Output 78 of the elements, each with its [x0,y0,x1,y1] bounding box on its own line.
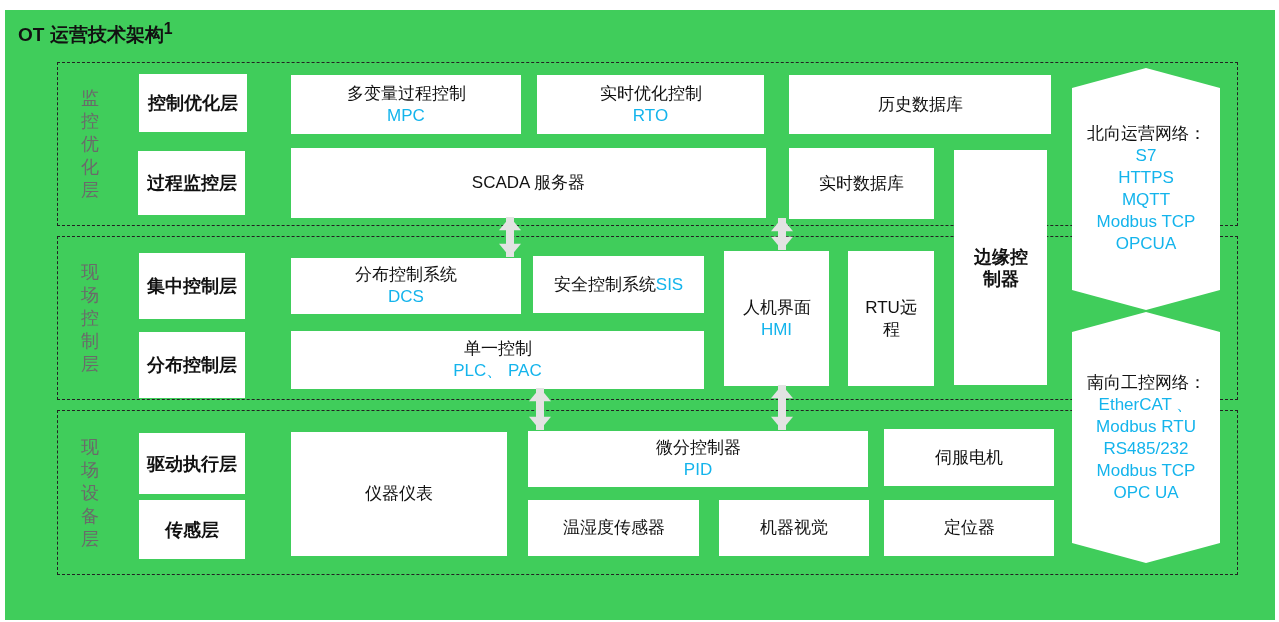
layer-box [139,332,245,398]
box-label: 温湿度传感器 [562,517,665,539]
acronym-label: PLC、 PAC [453,360,542,382]
protocol-label: S7 [1135,145,1157,167]
zone-label: 现场控制层 [80,261,100,376]
layer-label: 传感层 [165,518,219,541]
protocol-label: Modbus TCP [1096,459,1196,482]
box-label: 多变量过程控制 [346,82,466,105]
acronym-label: PID [683,459,713,481]
layer-label: 过程监控层 [146,172,237,194]
layer-label: 控制优化层 [148,92,238,114]
dashed-zone [57,62,1238,226]
process-box [291,331,704,389]
double-arrow [529,388,551,430]
process-box [528,500,699,556]
box-label: SCADA 服务器 [471,172,586,194]
process-box [528,431,868,487]
double-arrow [771,218,793,250]
box-label: 机器视觉 [760,517,828,539]
double-arrow [499,217,521,257]
box-label: RTU远程 [864,296,918,341]
zone-label: 现场设备层 [80,435,100,551]
protocol-label: Modbus TCP [1096,211,1196,233]
layer-label: 集中控制层 [147,275,237,297]
process-box [719,500,869,556]
process-box [884,429,1054,486]
process-box [724,251,829,386]
hexagon-panel [1072,68,1220,310]
network-heading: 南向工控网络： [1086,371,1206,394]
layer-label: 驱动执行层 [147,452,237,475]
edge-controller-box [954,150,1047,385]
diagram-title: OT 运营技术架构$^{1}$ [18,20,173,48]
process-box [291,258,521,314]
process-box [291,432,507,556]
box-label: 微分控制器 [655,437,741,459]
acronym-label: MPC [387,104,425,127]
process-box [848,251,934,386]
protocol-label: Modbus RTU [1096,415,1196,438]
process-box [291,148,766,218]
network-heading: 北向运营网络： [1086,123,1206,145]
acronym-label: SIS [655,273,684,296]
layer-label: 分布控制层 [147,354,237,376]
box-label: 单一控制 [463,338,532,360]
layer-box [139,433,245,494]
process-box [537,75,764,134]
layer-box [139,253,245,319]
process-box [884,500,1054,556]
layer-box [139,74,247,132]
double-arrow [771,385,793,430]
dashed-zone [57,410,1238,575]
protocol-label: OPCUA [1115,233,1177,255]
box-label: 定位器 [943,517,995,539]
process-box [789,148,934,219]
protocol-label: MQTT [1121,189,1171,211]
box-label: 实时数据库 [819,172,904,195]
layer-box [139,500,245,559]
box-label: 边缘控制器 [972,245,1029,290]
box-label: 伺服电机 [935,446,1003,469]
process-box [291,75,521,134]
acronym-label: DCS [388,286,424,308]
process-box [789,75,1051,134]
acronym-label: RTO [632,104,669,127]
protocol-label: HTTPS [1118,167,1174,189]
dashed-zone [57,236,1238,400]
box-label: 实时优化控制 [599,82,702,105]
protocol-label: OPC UA [1113,481,1179,504]
hexagon-panel [1072,312,1220,563]
process-box [533,256,704,313]
zone-label: 监控优化层 [80,87,100,202]
box-label: 仪器仪表 [365,483,433,505]
box-label: 安全控制系统 [553,273,656,296]
box-label: 人机界面 [742,296,811,319]
protocol-label: RS485/232 [1103,437,1189,460]
protocol-label: EtherCAT 、 [1098,393,1194,416]
layer-box [138,151,245,215]
box-label: 历史数据库 [877,93,963,116]
acronym-label: HMI [760,318,793,341]
box-label: 分布控制系统 [355,264,457,286]
